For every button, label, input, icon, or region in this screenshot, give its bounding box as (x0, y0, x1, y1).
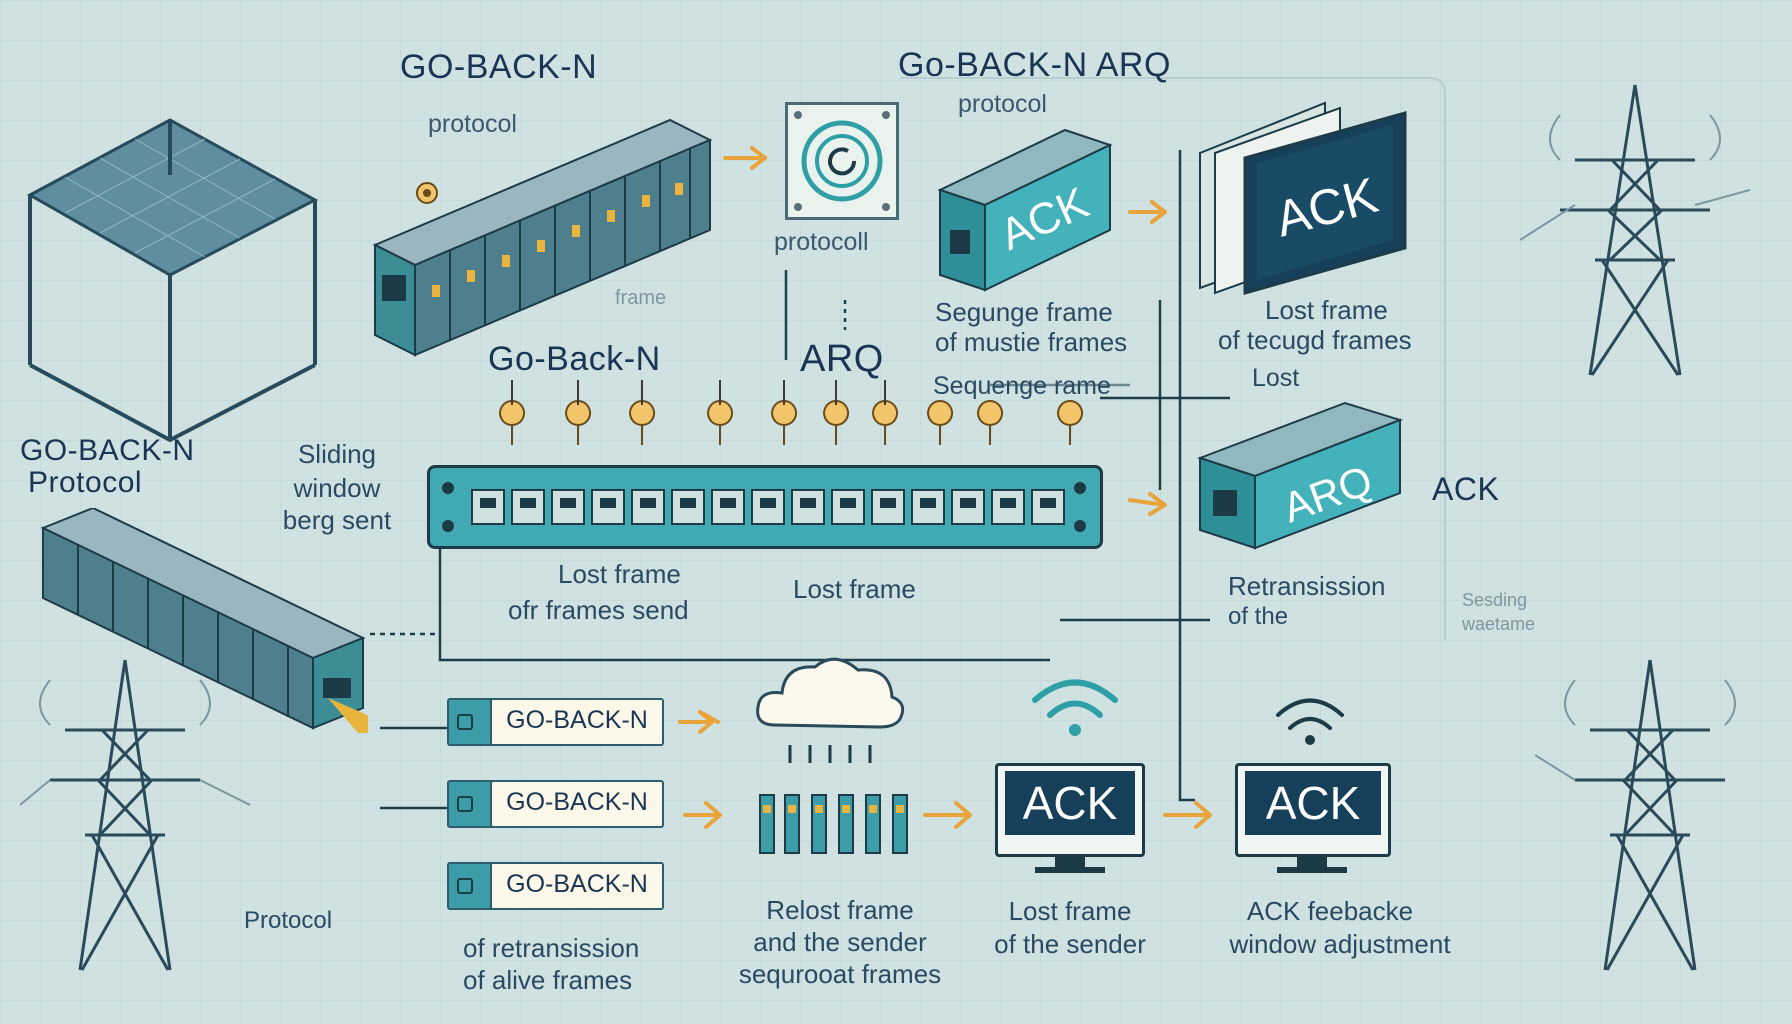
tag-cap-1 (447, 698, 495, 746)
protocoll-label: protocoll (774, 228, 869, 256)
sequence-frame-line2: of mustie frames (935, 327, 1128, 357)
ack-device-top: ACK (937, 128, 1113, 292)
ack-monitor-1: ACK (995, 763, 1145, 873)
title-protocol-left: Protocol (28, 466, 143, 499)
sequence-frame-mid: Sequenge rame (933, 372, 1111, 400)
title-arq-middle: ARQ (800, 338, 884, 380)
frame-sequence-icon (759, 794, 908, 854)
bottom-caption-center-2: and the sender (753, 927, 927, 957)
sliding-window-line1: Sliding (297, 439, 377, 469)
ack-label-right: ACK (1432, 471, 1500, 507)
transmission-tower-left-icon (20, 659, 250, 971)
title-go-back-n-arq: Go-BACK-N ARQ (898, 46, 1171, 84)
bottom-caption-right-1: ACK feebacke (1246, 896, 1414, 926)
protocol-icon (785, 102, 899, 220)
server-rack-icon (40, 508, 368, 733)
bottom-caption-center-3: sequrooat frames (738, 959, 942, 989)
lost-label-right: Lost (1252, 364, 1300, 392)
bottom-caption-mid-2: of the sender (994, 929, 1146, 959)
sliding-window-line3: berg sent (282, 505, 392, 535)
network-switch-rack-icon (372, 118, 713, 357)
frame-label: frame (615, 287, 667, 309)
ack-stack-device: ACK (1199, 101, 1407, 295)
transmission-tower-right-icon (1535, 659, 1736, 971)
lost-frame-mid-line1: Lost frame (558, 559, 681, 589)
title-go-back-n-left: GO-BACK-N (20, 434, 195, 467)
lost-frame-center: Lost frame (793, 574, 916, 604)
solar-panel-icon (26, 118, 319, 443)
lost-frame-mid-line2: ofr frames send (508, 595, 689, 625)
patch-panel (427, 465, 1103, 549)
protocol-label-top-left: protocol (428, 110, 517, 138)
bottom-caption-right-2: window adjustment (1229, 929, 1451, 959)
ack-monitor-2-label: ACK (1245, 771, 1381, 835)
title-go-back-n-middle: Go-Back-N (488, 340, 661, 378)
tag-cap-2 (447, 780, 495, 828)
tag-cap-3 (447, 862, 495, 910)
bottom-caption-mid-1: Lost frame (1008, 896, 1132, 926)
go-back-n-tag-2: GO-BACK-N (490, 780, 664, 828)
faint-right-line2: waetame (1462, 614, 1536, 634)
bottom-caption-center-1: Relost frame (766, 895, 914, 925)
wifi-icon-small (1276, 698, 1344, 745)
lost-frame-top-line1: Lost frame (1265, 295, 1388, 325)
flow-arrows (678, 146, 1212, 829)
bottom-caption-left-2: of alive frames (463, 965, 633, 995)
go-back-n-tag-3: GO-BACK-N (490, 862, 664, 910)
sequence-frame-line1: Segunge frame (935, 297, 1113, 327)
retransission-line1: Retransission (1228, 571, 1386, 601)
ack-monitor-1-label: ACK (1005, 771, 1135, 835)
sequence-pin-markers (499, 380, 1084, 446)
cloud-icon (756, 657, 905, 763)
protocol-label-bottom-left: Protocol (244, 907, 333, 934)
protocol-label-top-center: protocol (958, 90, 1047, 118)
faint-right-line1: Sesding (1462, 590, 1528, 610)
go-back-n-tag-1: GO-BACK-N (490, 698, 664, 746)
node-circle-icon (416, 182, 438, 204)
wifi-icon (1032, 679, 1118, 736)
arq-device: ARQ (1196, 401, 1404, 550)
transmission-tower-icon (1520, 84, 1750, 376)
retransission-line2: of the (1228, 603, 1289, 630)
lost-frame-top-line2: of tecugd frames (1218, 325, 1412, 355)
title-go-back-n-top: GO-BACK-N (400, 48, 598, 86)
bottom-caption-left-1: of retransission (463, 933, 640, 963)
sliding-window-line2: window (293, 473, 381, 503)
ack-monitor-2: ACK (1235, 763, 1395, 873)
